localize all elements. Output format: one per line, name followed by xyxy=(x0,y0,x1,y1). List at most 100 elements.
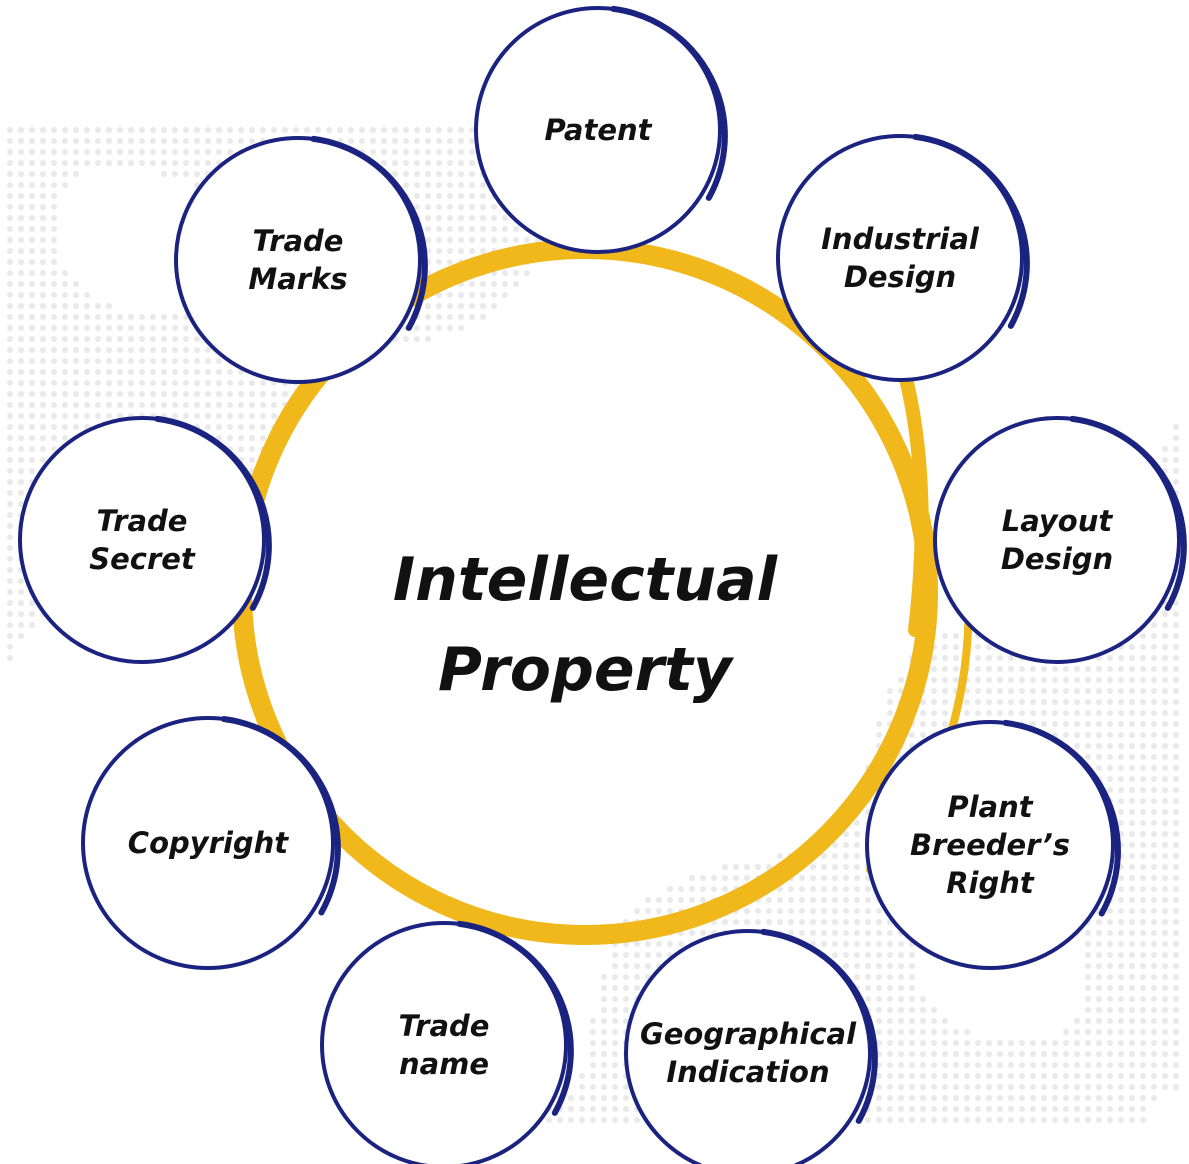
map-dot xyxy=(1129,710,1135,716)
map-dot xyxy=(1008,655,1014,661)
map-dot xyxy=(392,138,398,144)
map-dot xyxy=(832,952,838,958)
map-dot xyxy=(1008,1051,1014,1057)
map-dot xyxy=(854,952,860,958)
map-dot xyxy=(1129,721,1135,727)
map-dot xyxy=(40,380,46,386)
map-dot xyxy=(821,853,827,859)
map-dot xyxy=(29,413,35,419)
map-dot xyxy=(106,325,112,331)
map-dot xyxy=(40,281,46,287)
map-dot xyxy=(843,831,849,837)
map-dot xyxy=(161,369,167,375)
map-dot xyxy=(1129,1117,1135,1123)
map-dot xyxy=(590,1084,596,1090)
map-dot xyxy=(832,908,838,914)
map-dot xyxy=(194,358,200,364)
map-dot xyxy=(29,237,35,243)
map-dot xyxy=(183,171,189,177)
map-dot xyxy=(1096,754,1102,760)
map-dot xyxy=(942,721,948,727)
map-dot xyxy=(1162,886,1168,892)
map-dot xyxy=(623,1018,629,1024)
map-dot xyxy=(227,435,233,441)
map-dot xyxy=(436,325,442,331)
map-dot xyxy=(601,1117,607,1123)
map-dot xyxy=(458,215,464,221)
map-dot xyxy=(29,435,35,441)
node-circle-overstroke xyxy=(456,920,574,1116)
map-dot xyxy=(161,358,167,364)
map-dot xyxy=(601,1084,607,1090)
map-dot xyxy=(436,248,442,254)
map-dot xyxy=(29,336,35,342)
map-dot xyxy=(854,842,860,848)
map-dot xyxy=(480,226,486,232)
map-dot xyxy=(1085,710,1091,716)
map-dot xyxy=(920,699,926,705)
map-dot xyxy=(887,1007,893,1013)
map-dot xyxy=(293,127,299,133)
map-dot xyxy=(480,314,486,320)
map-dot xyxy=(1118,996,1124,1002)
map-dot xyxy=(491,226,497,232)
map-dot xyxy=(7,303,13,309)
map-dot xyxy=(1140,996,1146,1002)
map-dot xyxy=(1151,1029,1157,1035)
map-dot xyxy=(1074,1073,1080,1079)
node-label-line: Layout xyxy=(1002,504,1114,538)
map-dot xyxy=(1085,677,1091,683)
map-dot xyxy=(370,138,376,144)
map-dot xyxy=(458,237,464,243)
node-label-line: Secret xyxy=(89,542,196,576)
map-dot xyxy=(876,1029,882,1035)
map-dot xyxy=(645,897,651,903)
map-dot xyxy=(1129,831,1135,837)
map-dot xyxy=(1074,1095,1080,1101)
map-dot xyxy=(865,996,871,1002)
node-label-line: Trade xyxy=(97,504,188,538)
map-dot xyxy=(51,402,57,408)
map-dot xyxy=(645,941,651,947)
map-dot xyxy=(887,1073,893,1079)
map-dot xyxy=(656,897,662,903)
map-dot xyxy=(1129,1106,1135,1112)
map-dot xyxy=(821,897,827,903)
map-dot xyxy=(7,149,13,155)
map-dot xyxy=(1063,699,1069,705)
map-dot xyxy=(590,1117,596,1123)
map-dot xyxy=(161,336,167,342)
map-dot xyxy=(414,171,420,177)
map-dot xyxy=(238,446,244,452)
map-dot xyxy=(887,1029,893,1035)
map-dot xyxy=(1008,1106,1014,1112)
map-dot xyxy=(73,369,79,375)
map-dot xyxy=(1173,446,1179,452)
map-dot xyxy=(1173,897,1179,903)
map-dot xyxy=(1008,688,1014,694)
map-dot xyxy=(953,655,959,661)
map-dot xyxy=(458,171,464,177)
map-dot xyxy=(18,446,24,452)
map-dot xyxy=(612,952,618,958)
map-dot xyxy=(491,215,497,221)
map-dot xyxy=(1129,1084,1135,1090)
map-dot xyxy=(436,149,442,155)
map-dot xyxy=(205,424,211,430)
map-dot xyxy=(1030,710,1036,716)
map-dot xyxy=(1129,985,1135,991)
map-dot xyxy=(898,1029,904,1035)
map-dot xyxy=(7,413,13,419)
map-dot xyxy=(95,138,101,144)
map-dot xyxy=(964,1029,970,1035)
map-dot xyxy=(73,138,79,144)
map-dot xyxy=(997,1040,1003,1046)
map-dot xyxy=(1118,974,1124,980)
map-dot xyxy=(986,688,992,694)
map-dot xyxy=(469,193,475,199)
map-dot xyxy=(1140,1029,1146,1035)
map-dot xyxy=(1063,1117,1069,1123)
map-dot xyxy=(579,1117,585,1123)
map-dot xyxy=(744,908,750,914)
map-dot xyxy=(1162,908,1168,914)
